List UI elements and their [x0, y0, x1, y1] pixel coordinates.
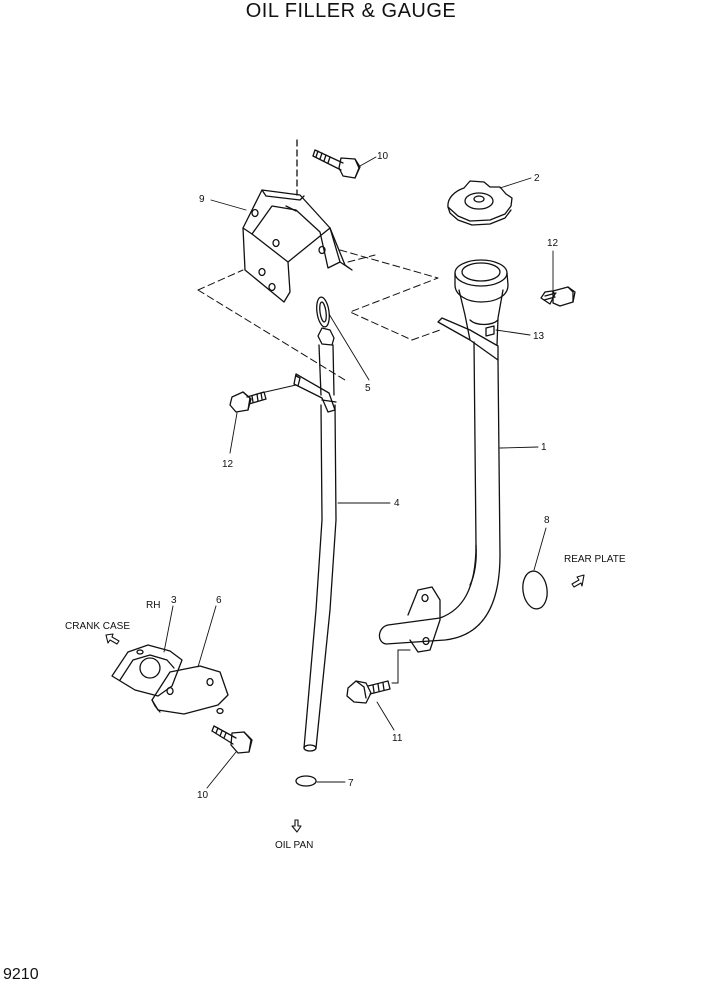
callout-9: 9: [199, 194, 205, 205]
alignment-lines: [197, 249, 441, 381]
ref-rh: RH: [146, 600, 160, 611]
ref-rear-plate: REAR PLATE: [564, 554, 626, 565]
crank-case-arrow-icon: [105, 633, 120, 645]
filler-tube-1: [378, 259, 509, 653]
callout-1: 1: [541, 442, 547, 453]
callout-13: 13: [533, 331, 545, 342]
callout-numbers: 1 2 3 4 5 6 7 8 9 10 10 11 12 12 13 CRAN…: [65, 151, 626, 851]
ref-crank-case: CRANK CASE: [65, 621, 130, 632]
bolt-12-right: [540, 286, 576, 307]
callout-8: 8: [544, 515, 550, 526]
callout-5: 5: [365, 383, 371, 394]
callout-11: 11: [392, 733, 403, 744]
callout-12-left: 12: [222, 459, 234, 470]
direction-arrows: [105, 574, 585, 833]
gasket-3: [111, 644, 183, 697]
oil-pan-arrow-icon: [291, 819, 302, 833]
bolt-11: [346, 680, 391, 704]
washer-7: [295, 775, 317, 787]
callout-10-lower: 10: [197, 790, 209, 801]
ref-oil-pan: OIL PAN: [275, 840, 313, 851]
bolt-12-left: [229, 391, 267, 413]
rear-plate-arrow-icon: [571, 574, 585, 588]
callout-2: 2: [534, 173, 540, 184]
gasket-6: [151, 665, 229, 715]
o-ring-8: [522, 570, 548, 610]
callout-3: 3: [171, 595, 177, 606]
diagram-title: OIL FILLER & GAUGE: [245, 0, 457, 22]
callout-7: 7: [348, 778, 354, 789]
callout-4: 4: [394, 498, 400, 509]
callout-10-top: 10: [377, 151, 389, 162]
filler-cap-2: [447, 180, 513, 226]
leader-lines: [163, 156, 554, 789]
callout-12-right: 12: [547, 238, 559, 249]
dipstick-4-5: [293, 296, 337, 752]
leader-11-link: [391, 649, 399, 684]
page-number: 9210: [3, 966, 39, 983]
bolt-10-top: [312, 149, 361, 179]
bolt-10-lower: [211, 725, 253, 754]
bracket-9: [242, 189, 353, 303]
callout-6: 6: [216, 595, 222, 606]
